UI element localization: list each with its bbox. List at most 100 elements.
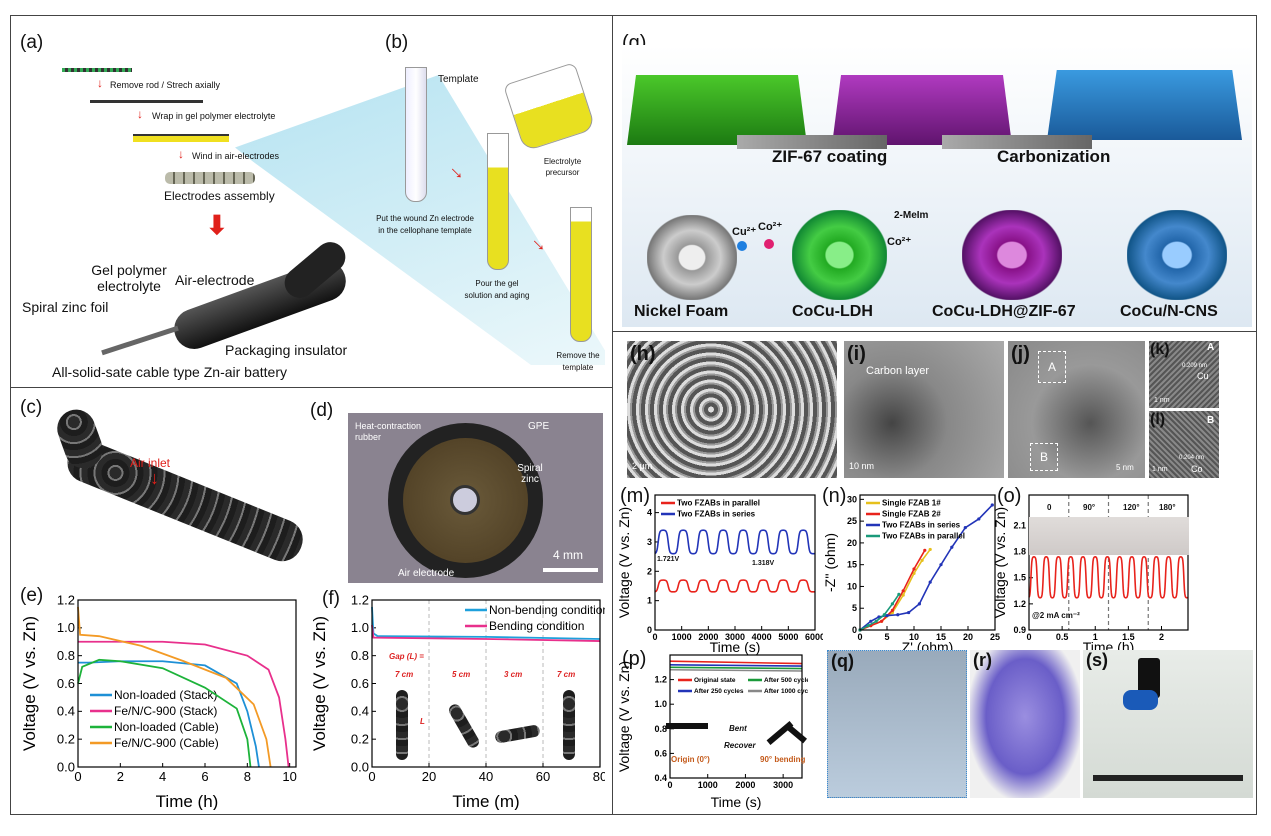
- data-point: [912, 567, 916, 571]
- x-tick-label: 2: [117, 769, 124, 784]
- template-tube: [405, 67, 427, 202]
- legend-label: Bending condition: [489, 619, 584, 633]
- series-line-two-fzabs-in-parallel: [654, 579, 816, 593]
- air-inlet-label: Air inlet: [130, 456, 171, 470]
- scale-label: 1 nm: [1154, 397, 1170, 404]
- spiral-zinc-label: Spiral zinc foil: [22, 299, 109, 315]
- angle-label: 0: [1047, 503, 1052, 512]
- legend-label: Two FZABs in parallel: [677, 499, 760, 508]
- y-tick-label: 1.2: [351, 592, 369, 607]
- rubber-label: Heat-contraction rubber: [355, 421, 422, 442]
- x-tick-label: 1000: [698, 780, 718, 790]
- y-tick-label: 0.4: [654, 773, 667, 783]
- series-line-single-fzab-1-: [859, 548, 931, 631]
- data-point: [890, 602, 894, 606]
- data-point: [896, 613, 900, 617]
- lattice-image-l: (l) B 0.204 nm Co 1 nm: [1149, 411, 1219, 478]
- panel-label-h: (h): [630, 343, 656, 365]
- bending-label: 90° bending: [760, 755, 806, 764]
- x-tick-label: 5: [884, 632, 889, 642]
- legend-label: After 500 cycles: [764, 677, 808, 684]
- step-wind-air-electrodes: Wind in air-electrodes: [192, 151, 280, 161]
- phone-icon: [1138, 658, 1160, 698]
- x-axis-label: Time (s): [710, 639, 761, 655]
- y-tick-label: 0.6: [351, 676, 369, 691]
- legend-label: After 250 cycles: [694, 688, 744, 695]
- electrodes-assembly-illustration: [165, 172, 255, 184]
- y-axis-label: -Z'' (ohm): [824, 533, 838, 592]
- d-spacing: 0.209 nm: [1182, 363, 1208, 369]
- series-line-after-1000-cycles: [669, 668, 803, 672]
- y-axis-label: Voltage (V vs. Zn): [994, 507, 1008, 618]
- data-point: [923, 548, 927, 552]
- y-tick-label: 0.2: [57, 732, 75, 747]
- gap-value: 7 cm: [557, 670, 576, 679]
- y-axis-label: Voltage (V vs. Zn): [618, 507, 632, 618]
- legend-label: Two FZABs in series: [677, 510, 756, 519]
- plot-frame: [669, 654, 803, 779]
- d-spacing: 0.204 nm: [1179, 455, 1205, 461]
- co-ion-label: Co²⁺: [758, 221, 783, 233]
- x-tick-label: 0: [652, 632, 657, 642]
- region-label: B: [1207, 415, 1215, 426]
- panel-label-q: (q): [831, 651, 854, 671]
- pour-gel-label: Pour the gel solution and aging: [464, 279, 530, 300]
- battery-caption: All-solid-sate cable type Zn-air battery: [52, 364, 287, 380]
- y-tick-label: 1.0: [351, 620, 369, 635]
- x-axis-label: Time (h): [156, 792, 219, 810]
- x-tick-label: 10: [282, 769, 296, 784]
- x-tick-label: 0: [667, 780, 672, 790]
- bent-label: Bent: [729, 724, 747, 733]
- x-tick-label: 6: [201, 769, 208, 784]
- series-line-non-bending-condition: [371, 606, 601, 640]
- region-b-box: B: [1030, 443, 1058, 471]
- x-tick-label: 3000: [773, 780, 793, 790]
- y-tick-label: 0.9: [1013, 625, 1026, 635]
- x-tick-label: 8: [244, 769, 251, 784]
- x-tick-label: 20: [422, 769, 436, 784]
- gel-polymer-label: Gel polymer electrolyte: [91, 262, 167, 294]
- template-label: Template: [438, 74, 479, 85]
- plot-frame: [859, 494, 996, 631]
- data-point: [897, 592, 901, 596]
- series-line-original-state: [669, 660, 803, 665]
- y-tick-label: 1.0: [654, 699, 667, 709]
- plot-frame: [371, 599, 601, 768]
- scale-label: 10 nm: [849, 461, 875, 471]
- scale-label: 2 μm: [632, 461, 653, 471]
- voltage-annotation: 1.721V: [657, 556, 680, 563]
- carbonization-label: Carbonization: [997, 147, 1111, 166]
- tem-image-i: (i) Carbon layer 10 nm: [844, 341, 1004, 478]
- data-point: [917, 602, 921, 606]
- nickel-foam-label: Nickel Foam: [634, 303, 729, 320]
- y-tick-label: 1.5: [1013, 573, 1026, 583]
- led-demo-photo-q: (q): [827, 650, 967, 798]
- bending-photos-strip: [1029, 517, 1189, 555]
- cross-section-photo: Heat-contraction rubber GPE Spiral zinc …: [348, 413, 603, 583]
- stretched-electrode: [90, 100, 203, 103]
- panel-label-j: (j): [1011, 343, 1030, 365]
- x-tick-label: 3000: [725, 632, 745, 642]
- rod-illustration: [62, 68, 132, 72]
- data-point: [882, 613, 886, 617]
- y-tick-label: 1.2: [57, 592, 75, 607]
- plot-frame: [654, 494, 816, 631]
- data-point: [901, 589, 905, 593]
- current-density-note: @2 mA cm⁻²: [1032, 611, 1080, 620]
- data-point: [950, 545, 954, 549]
- data-point: [990, 503, 994, 507]
- cable-photo-straight: [563, 690, 575, 760]
- y-tick-label: 25: [847, 516, 857, 526]
- x-tick-label: 0: [74, 769, 81, 784]
- cu-ion-label: Cu²⁺: [732, 226, 757, 238]
- y-tick-label: 0.6: [654, 748, 667, 758]
- x-tick-label: 2000: [698, 632, 718, 642]
- x-axis-label: Time (s): [711, 794, 762, 810]
- origin-label: Origin (0°): [671, 755, 710, 764]
- y-tick-label: 15: [847, 560, 857, 570]
- panel-label-e: (e): [20, 585, 44, 606]
- co-ion-icon: [764, 239, 774, 249]
- sem-image-h: (h) 2 μm: [627, 341, 837, 478]
